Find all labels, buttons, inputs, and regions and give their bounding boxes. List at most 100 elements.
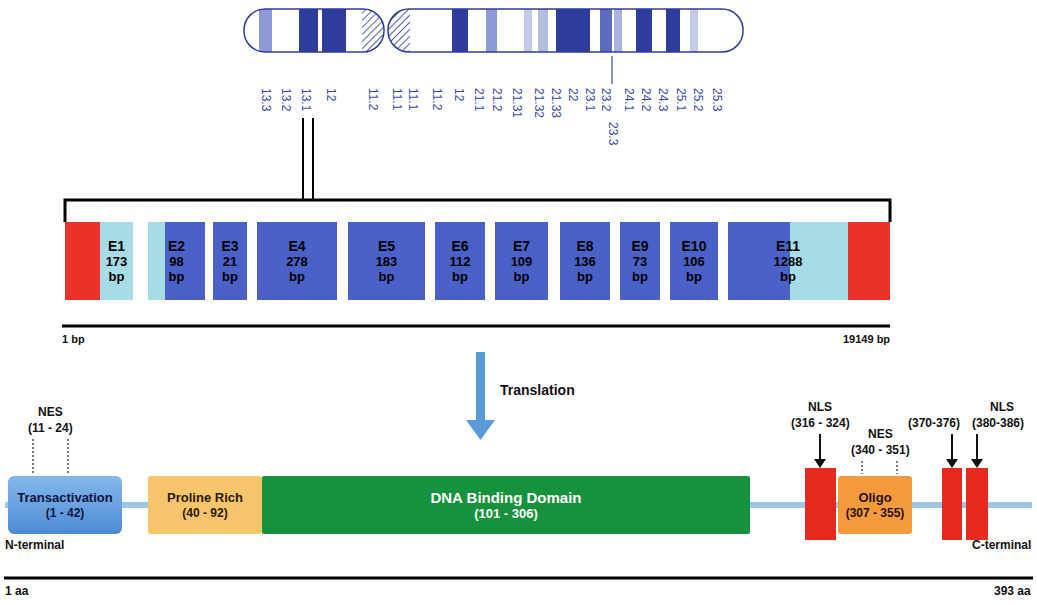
chromosome-band (600, 9, 612, 52)
band-label: 13.3 (259, 88, 272, 111)
motif-label: NLS (990, 400, 1014, 415)
box-title: E1 (108, 238, 125, 254)
band-label: 24.2 (639, 88, 652, 111)
band-label: 25.2 (691, 88, 704, 111)
box-subtext: 73 bp (632, 254, 648, 284)
exon-box: E6112 bp (435, 222, 485, 300)
nls-arrow (951, 434, 953, 460)
exon-box: E1173 bp (100, 222, 133, 300)
chromosome-p-arm (244, 9, 384, 52)
centromere-hatch (362, 9, 384, 52)
chromosome-ground (244, 9, 384, 52)
nls-arrowhead (946, 459, 958, 468)
box-subtext: (101 - 306) (474, 506, 538, 521)
band-label: 25.1 (674, 88, 687, 111)
exon-box: E973 bp (620, 222, 660, 300)
nes-tick (32, 439, 34, 473)
box-subtext: (307 - 355) (846, 506, 905, 521)
band-label: 12 (452, 88, 465, 101)
exon-box: E5183 bp (348, 222, 425, 300)
box-subtext: 136 bp (574, 254, 596, 284)
box-subtext: (1 - 42) (46, 506, 85, 521)
box-title: E5 (378, 238, 395, 254)
motif-label: NES (38, 405, 63, 420)
box-title: E11 (776, 238, 800, 254)
chromosome-band (556, 9, 590, 52)
box-subtext: 106 bp (683, 254, 705, 284)
box-title: E2 (168, 238, 185, 254)
box-subtext: 278 bp (286, 254, 308, 284)
box-title: E4 (288, 238, 305, 254)
nls-block (942, 468, 962, 540)
utr-block (848, 222, 890, 300)
band-label: 11.2 (366, 88, 379, 110)
scale-label: 393 aa (994, 584, 1031, 599)
exon-box: E10106 bp (670, 222, 718, 300)
box-title: Transactivation (17, 489, 112, 506)
box-title: Proline Rich (167, 489, 243, 506)
domain-box: Oligo(307 - 355) (838, 476, 912, 534)
box-title: Oligo (858, 489, 891, 506)
chromosome-band (259, 9, 272, 52)
chromosome-band (666, 9, 680, 52)
scale-label: 19149 bp (843, 332, 890, 346)
motif-label: NLS (808, 400, 832, 415)
band-label: 21.32 (532, 88, 545, 118)
band-label: 11.1 (390, 88, 403, 110)
exon-box: E8136 bp (560, 222, 610, 300)
terminus-label: C-terminal (972, 538, 1031, 553)
nls-block (805, 468, 836, 540)
band-label: 21.2 (490, 88, 503, 111)
chromosome-band (690, 9, 698, 52)
domain-box: Proline Rich(40 - 92) (148, 476, 262, 534)
box-subtext: 21 bp (222, 254, 238, 284)
band-label: 21.1 (472, 88, 485, 111)
chromosome-band (524, 9, 532, 52)
exon-box: E298 bp (148, 222, 205, 300)
band-label: 24.3 (656, 88, 669, 111)
box-title: E8 (576, 238, 593, 254)
band-label: 21.31 (510, 88, 523, 118)
chromosome-band (299, 9, 318, 52)
box-title: E10 (682, 238, 707, 254)
motif-range: (380-386) (972, 416, 1024, 431)
box-title: DNA Binding Domain (430, 489, 581, 506)
motif-range: (370-376) (908, 416, 960, 431)
box-title: E7 (513, 238, 530, 254)
domain-box: DNA Binding Domain(101 - 306) (262, 476, 750, 534)
band-label: 12 (324, 88, 337, 101)
band-label: 11.2 (430, 88, 443, 110)
gene-bracket (65, 200, 890, 222)
chromosome-band (636, 9, 652, 52)
chromosome-outline (388, 9, 743, 52)
centromere-hatch (388, 9, 410, 52)
terminus-label: N-terminal (5, 538, 64, 553)
chromosome-band (614, 9, 622, 52)
chromosome-band (452, 9, 468, 52)
scale-label: 1 aa (5, 584, 28, 599)
box-title: E9 (631, 238, 648, 254)
domain-box: Transactivation(1 - 42) (8, 476, 122, 534)
box-subtext: 109 bp (511, 254, 533, 284)
nes-tick (67, 439, 69, 473)
nls-arrowhead (814, 459, 826, 468)
chromosome-band (538, 9, 548, 52)
translation-arrowhead (466, 420, 495, 440)
chromosome-band (322, 9, 346, 52)
step-label: Translation (500, 382, 575, 399)
motif-label: NES (868, 427, 893, 442)
motif-range: (316 - 324) (791, 416, 850, 431)
box-title: E3 (221, 238, 238, 254)
locus-line (312, 118, 314, 200)
scale-line (4, 577, 1033, 580)
chromosome-band (486, 9, 497, 52)
band-label: 23.2 (599, 88, 612, 111)
motif-range: (11 - 24) (28, 421, 73, 436)
chromosome-q-arm (388, 9, 743, 52)
box-subtext: 98 bp (169, 254, 185, 284)
band-label: 21.33 (549, 88, 562, 118)
nls-arrow (819, 434, 821, 460)
scale-label: 1 bp (62, 332, 85, 346)
box-subtext: 112 bp (450, 254, 471, 284)
band-tick (611, 56, 612, 84)
